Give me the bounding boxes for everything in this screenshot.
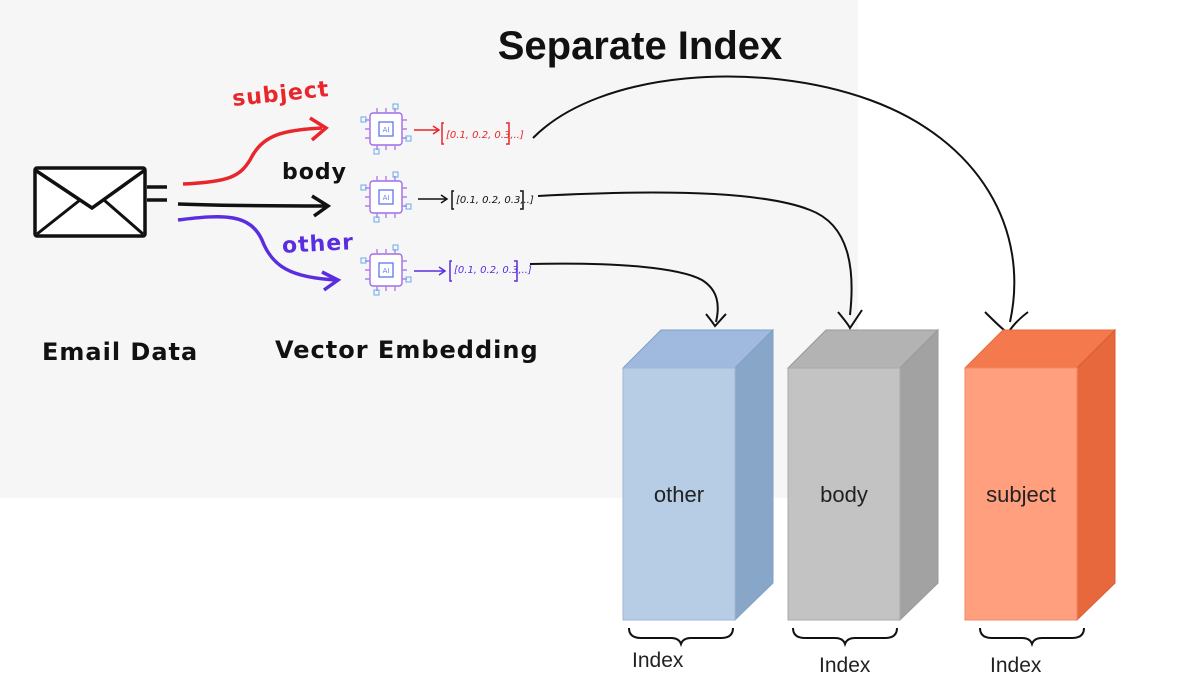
ai-chip-icon-subject bbox=[360, 103, 412, 155]
vector-other: [0.1, 0.2, 0.3,..] bbox=[454, 265, 532, 276]
body-vector-arrow bbox=[418, 190, 524, 210]
index-box-body bbox=[786, 328, 940, 622]
body-field-arrow bbox=[177, 194, 332, 218]
index-label-subject: subject bbox=[986, 482, 1056, 507]
field-label-body: body bbox=[282, 160, 347, 185]
index-label-body: body bbox=[820, 482, 868, 507]
ai-chip-icon-body bbox=[360, 171, 412, 223]
brace-subject bbox=[979, 627, 1085, 648]
vector-subject: [0.1, 0.2, 0.3,..] bbox=[446, 130, 524, 141]
index-caption-body: Index bbox=[819, 654, 871, 677]
brace-other bbox=[628, 627, 734, 648]
subject-field-arrow bbox=[182, 116, 329, 186]
equals-sign bbox=[147, 185, 167, 202]
ai-chip-icon-other bbox=[360, 244, 412, 296]
subject-vector-arrow bbox=[414, 122, 510, 145]
index-box-subject bbox=[963, 328, 1117, 622]
caption-vector-embedding: Vector Embedding bbox=[275, 336, 539, 364]
brace-body bbox=[792, 627, 898, 648]
caption-email-data: Email Data bbox=[42, 338, 199, 366]
other-to-index-connector bbox=[529, 262, 727, 328]
index-caption-subject: Index bbox=[990, 654, 1042, 677]
field-label-other: other bbox=[281, 230, 355, 259]
index-caption-other: Index bbox=[632, 649, 684, 672]
index-label-other: other bbox=[653, 482, 705, 507]
subject-to-index-connector bbox=[532, 75, 1029, 335]
other-field-arrow bbox=[177, 215, 342, 292]
body-to-index-connector bbox=[537, 191, 863, 330]
other-vector-arrow bbox=[414, 260, 518, 282]
vector-body: [0.1, 0.2, 0.3,..] bbox=[456, 195, 534, 206]
index-box-other bbox=[621, 328, 775, 622]
envelope-icon bbox=[33, 166, 147, 238]
diagram-title: Separate Index bbox=[497, 24, 783, 68]
